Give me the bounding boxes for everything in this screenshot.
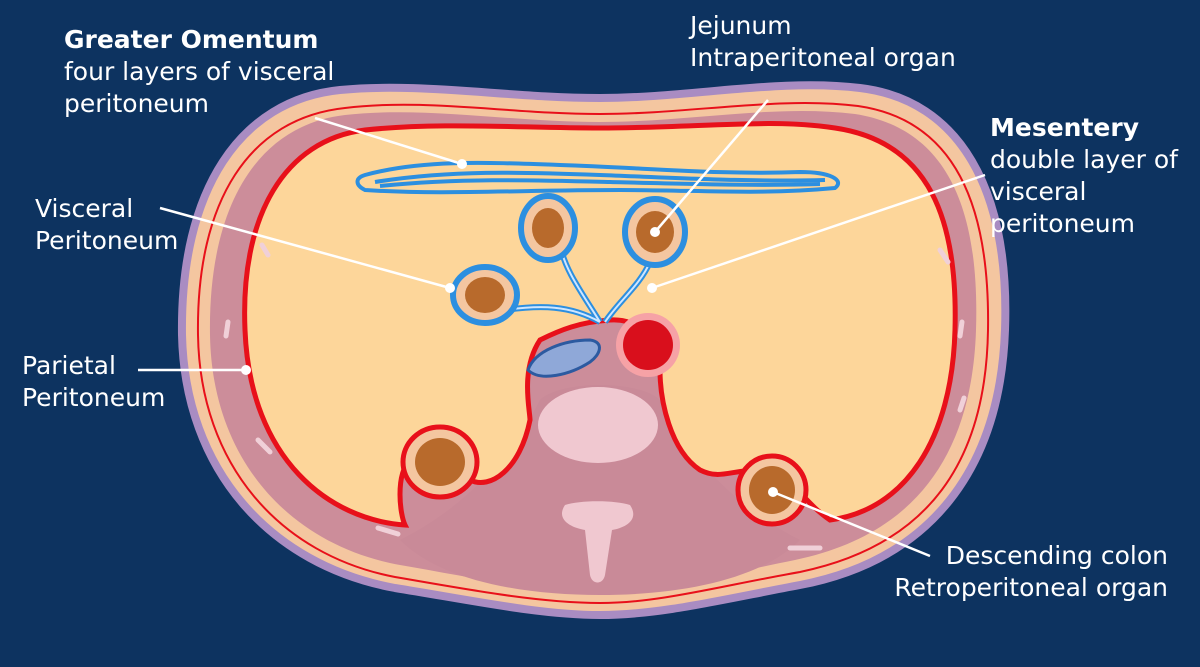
leader-lines xyxy=(138,99,986,558)
aorta-lumen xyxy=(623,320,673,370)
parietal-peritoneum-line1: Parietal xyxy=(22,351,116,380)
leader-dots xyxy=(241,159,778,497)
parietal-peritoneum-line2: Peritoneum xyxy=(22,383,166,412)
greater-omentum-line1: four layers of visceral xyxy=(64,57,335,86)
jejunum-loop-1 xyxy=(518,193,578,263)
ascending-colon xyxy=(400,424,480,500)
jejunum-loop-3 xyxy=(450,264,520,326)
peritoneal-cavity xyxy=(242,121,958,528)
label-mesentery: Mesentery double layer of visceral perit… xyxy=(990,112,1178,240)
visceral-peritoneum-line1: Visceral xyxy=(35,194,134,223)
greater-omentum-line2: peritoneum xyxy=(64,89,209,118)
parietal-thin-line xyxy=(196,101,990,605)
jejunum-line2: Intraperitoneal organ xyxy=(690,43,956,72)
mesentery-title: Mesentery xyxy=(990,113,1139,142)
label-visceral-peritoneum: Visceral Peritoneum xyxy=(35,193,178,257)
greater-omentum xyxy=(355,160,840,195)
rib-markers xyxy=(223,242,967,551)
label-jejunum: Jejunum Intraperitoneal organ xyxy=(690,10,956,74)
greater-omentum-title: Greater Omentum xyxy=(64,25,319,54)
jejunum-line1: Jejunum xyxy=(690,11,792,40)
mesentery-line2: visceral xyxy=(990,177,1087,206)
spinous-process xyxy=(561,501,634,583)
label-greater-omentum: Greater Omentum four layers of visceral … xyxy=(64,24,334,120)
vertebral-body xyxy=(538,387,658,463)
descending-colon-line1: Descending colon xyxy=(945,541,1168,570)
label-descending-colon: Descending colon Retroperitoneal organ xyxy=(894,540,1168,604)
mesentery-line3: peritoneum xyxy=(990,209,1135,238)
label-parietal-peritoneum: Parietal Peritoneum xyxy=(22,350,165,414)
descending-colon-line2: Retroperitoneal organ xyxy=(894,573,1168,602)
mesentery-line1: double layer of xyxy=(990,145,1178,174)
posterior-muscle xyxy=(400,385,800,595)
vena-cava xyxy=(526,338,601,378)
visceral-peritoneum-line2: Peritoneum xyxy=(35,226,179,255)
